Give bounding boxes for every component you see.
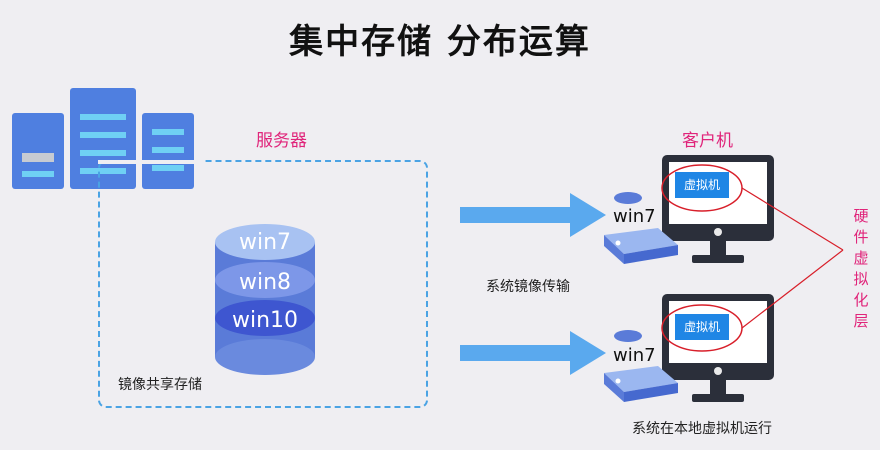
client-label: 客户机 xyxy=(682,131,733,151)
server-slot xyxy=(152,165,184,171)
server-slot xyxy=(152,147,184,153)
desktop-box-icon xyxy=(604,330,678,402)
server-slot xyxy=(80,132,126,138)
server-slot xyxy=(22,153,54,162)
server-slot xyxy=(80,150,126,156)
server-slot xyxy=(80,168,126,174)
server-rack-center xyxy=(70,88,136,189)
server-slot xyxy=(80,114,126,120)
server-slot xyxy=(22,171,54,177)
hardware-virtualization-label: 硬件虚拟化层 xyxy=(853,207,869,330)
vm-box: 虚拟机 xyxy=(674,313,730,341)
disk-layer-win8: win8 xyxy=(238,270,292,295)
shared-storage-boundary xyxy=(98,160,428,408)
server-rack-left xyxy=(12,113,64,189)
transfer-arrow-icon xyxy=(460,193,606,237)
box-gap xyxy=(98,160,203,164)
transfer-label: 系统镜像传输 xyxy=(486,279,570,295)
desktop-box-icon xyxy=(604,192,678,264)
server-rack-right xyxy=(142,113,194,189)
client-os-label: win7 xyxy=(613,206,656,227)
server-slot xyxy=(152,129,184,135)
shared-storage-label: 镜像共享存储 xyxy=(118,377,202,393)
disk-layer-win7: win7 xyxy=(238,230,292,255)
page-title: 集中存储 分布运算 xyxy=(289,22,591,62)
storage-database-icon xyxy=(215,224,315,375)
server-label: 服务器 xyxy=(256,131,307,151)
local-run-label: 系统在本地虚拟机运行 xyxy=(632,421,772,437)
disk-layer-win10: win10 xyxy=(231,308,299,333)
client-os-label: win7 xyxy=(613,345,656,366)
vm-box: 虚拟机 xyxy=(674,171,730,199)
transfer-arrow-icon xyxy=(460,331,606,375)
